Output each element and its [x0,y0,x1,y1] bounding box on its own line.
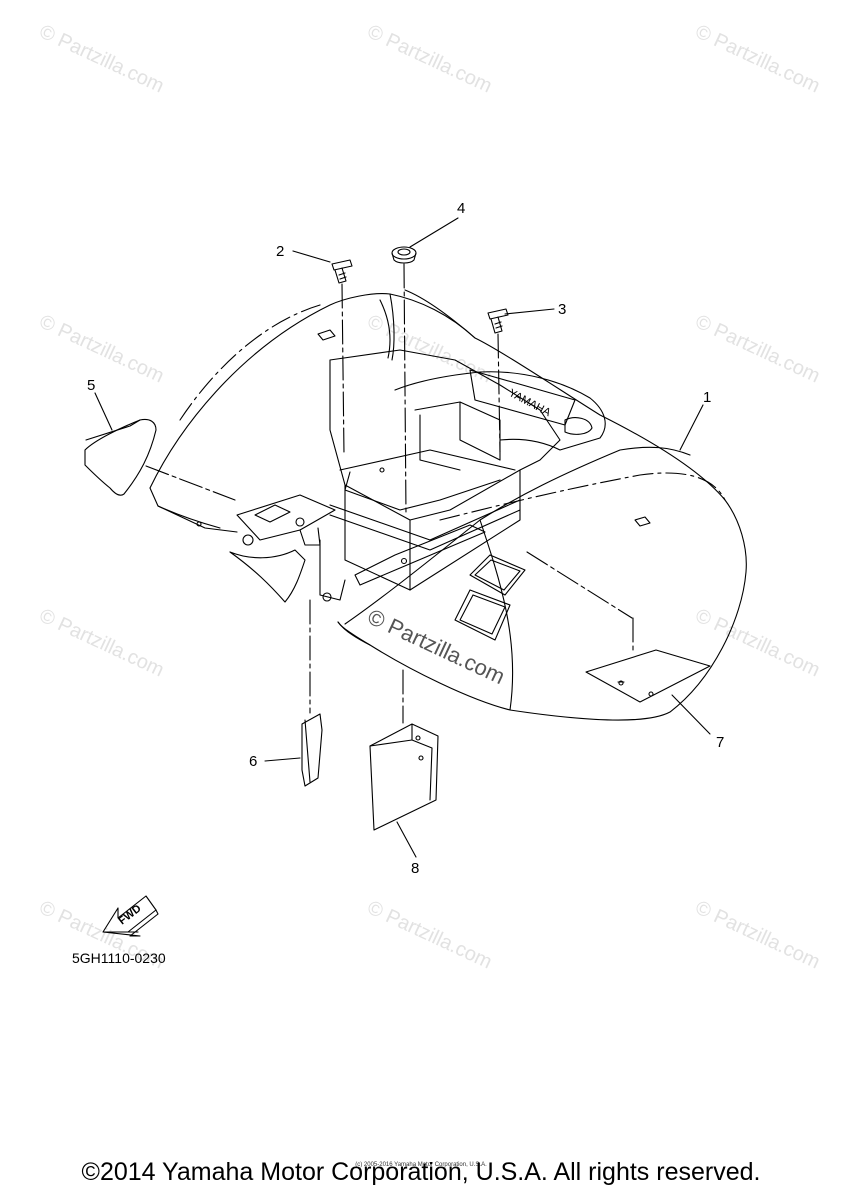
watermark: © Partzilla.com [36,311,167,388]
plate-part-7 [526,551,711,703]
seal-part-6 [301,599,323,787]
watermark: © Partzilla.com [364,311,495,388]
watermark: © Partzilla.com [364,21,495,98]
copyright-notice: ©2014 Yamaha Motor Corporation, U.S.A. A… [81,1158,761,1186]
bolt-part-2 [331,259,353,456]
callout-8: 8 [411,860,419,877]
watermark: © Partzilla.com [692,605,823,682]
callout-6: 6 [249,753,257,770]
callout-4: 4 [457,200,465,217]
watermark: © Partzilla.com [36,21,167,98]
leader-lines [94,217,711,858]
watermark: © Partzilla.com [692,21,823,98]
fwd-label: FWD [116,902,143,927]
grommet-part-4 [391,246,417,516]
center-watermark: © Partzilla.com [364,604,509,689]
callout-5: 5 [87,377,95,394]
watermark: © Partzilla.com [692,897,823,974]
callout-1: 1 [703,389,711,406]
fine-print: (c) 2005-2016 Yamaha Motor Corporation, … [355,1162,487,1168]
callout-7: 7 [716,734,724,751]
callouts: 2 4 3 5 1 6 7 8 [87,200,724,877]
callout-2: 2 [276,243,284,260]
part-code: 5GH1110-0230 [72,950,166,966]
callout-3: 3 [558,301,566,318]
seal-part-5 [84,418,236,501]
watermark: © Partzilla.com [36,605,167,682]
bolt-part-3 [487,308,509,453]
watermark: © Partzilla.com [364,897,495,974]
panel-part-8 [369,669,439,831]
watermark: © Partzilla.com [692,311,823,388]
